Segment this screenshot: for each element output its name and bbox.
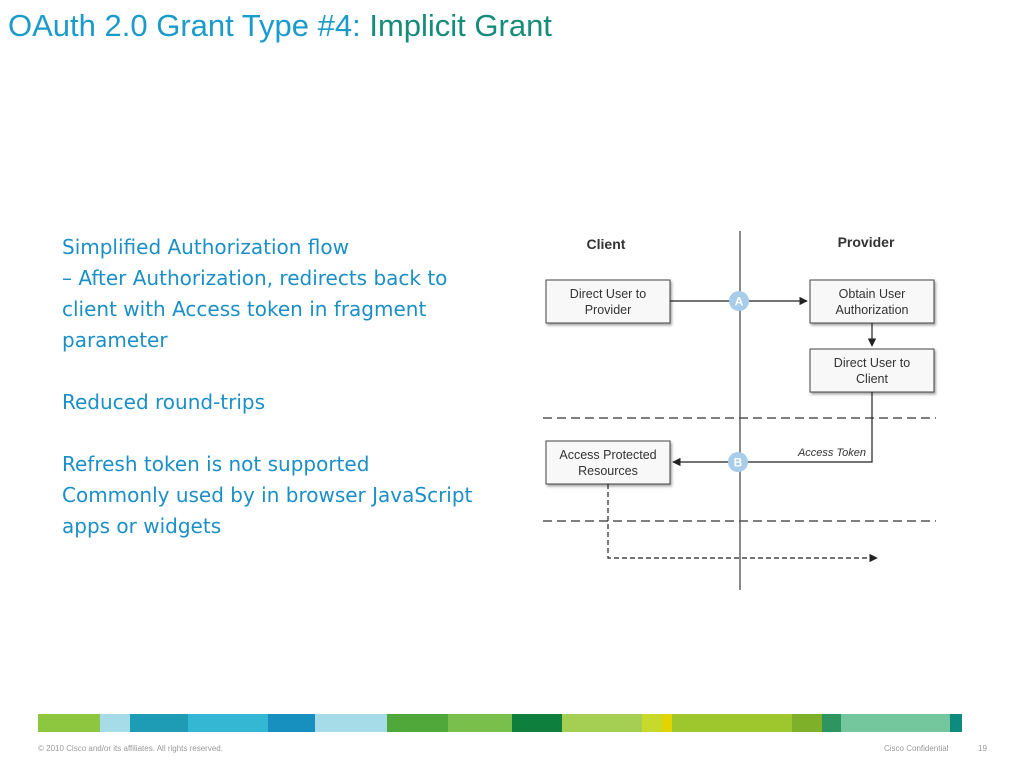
- body-line: apps or widgets: [62, 514, 222, 538]
- color-bar-segment: [512, 714, 562, 732]
- box-direct-user-to-client: Direct User to Client: [809, 348, 935, 393]
- color-bar-segment: [562, 714, 642, 732]
- body-line: Refresh token is not supported: [62, 452, 370, 476]
- marker-a: A: [729, 291, 749, 311]
- slide-title: OAuth 2.0 Grant Type #4: Implicit Grant: [8, 8, 552, 44]
- color-bar-segment: [448, 714, 512, 732]
- body-text: Simplified Authorization flow – After Au…: [62, 232, 502, 542]
- title-accent: Implicit Grant: [369, 8, 552, 43]
- access-token-label: Access Token: [797, 447, 866, 459]
- box-direct-user-to-provider: Direct User to Provider: [545, 279, 671, 324]
- color-bar-segment: [315, 714, 387, 732]
- color-bar-segment: [268, 714, 315, 732]
- color-bar-segment: [822, 714, 841, 732]
- implicit-grant-flow-diagram: Client Provider Direct User to Provider …: [543, 231, 936, 590]
- box-label: Resources: [578, 464, 638, 478]
- copyright-text: © 2010 Cisco and/or its affiliates. All …: [38, 744, 223, 753]
- box-label: Client: [856, 372, 888, 386]
- box-label: Access Protected: [559, 448, 656, 462]
- provider-heading: Provider: [838, 234, 895, 250]
- color-bar-segment: [188, 714, 268, 732]
- box-label: Obtain User: [839, 287, 906, 301]
- box-label: Direct User to: [570, 287, 646, 301]
- color-bar-segment: [100, 714, 130, 732]
- body-line: parameter: [62, 328, 168, 352]
- color-bar-segment: [662, 714, 672, 732]
- page-number: 19: [978, 744, 987, 753]
- color-bar-segment: [642, 714, 662, 732]
- body-line: – After Authorization, redirects back to: [62, 266, 448, 290]
- confidential-label: Cisco Confidential: [884, 744, 949, 753]
- client-heading: Client: [587, 236, 626, 252]
- color-bar-segment: [950, 714, 962, 732]
- color-bar: [38, 714, 986, 732]
- color-bar-segment: [792, 714, 822, 732]
- color-bar-segment: [672, 714, 792, 732]
- color-bar-segment: [130, 714, 188, 732]
- arrow-dashed-continuation: [607, 484, 878, 563]
- box-label: Direct User to: [834, 356, 910, 370]
- box-label: Authorization: [836, 303, 909, 317]
- color-bar-segment: [387, 714, 448, 732]
- body-line: Commonly used by in browser JavaScript: [62, 483, 473, 507]
- body-line: Reduced round-trips: [62, 390, 266, 414]
- marker-label: B: [734, 456, 743, 470]
- box-obtain-user-authorization: Obtain User Authorization: [809, 279, 935, 324]
- color-bar-segment: [841, 714, 950, 732]
- body-line: Simplified Authorization flow: [62, 235, 350, 259]
- body-line: client with Access token in fragment: [62, 297, 427, 321]
- box-label: Provider: [585, 303, 632, 317]
- marker-b: B: [728, 452, 748, 472]
- box-access-protected-resources: Access Protected Resources: [545, 440, 671, 485]
- title-prefix: OAuth 2.0 Grant Type #4:: [8, 8, 370, 43]
- color-bar-segment: [38, 714, 100, 732]
- marker-label: A: [735, 295, 744, 309]
